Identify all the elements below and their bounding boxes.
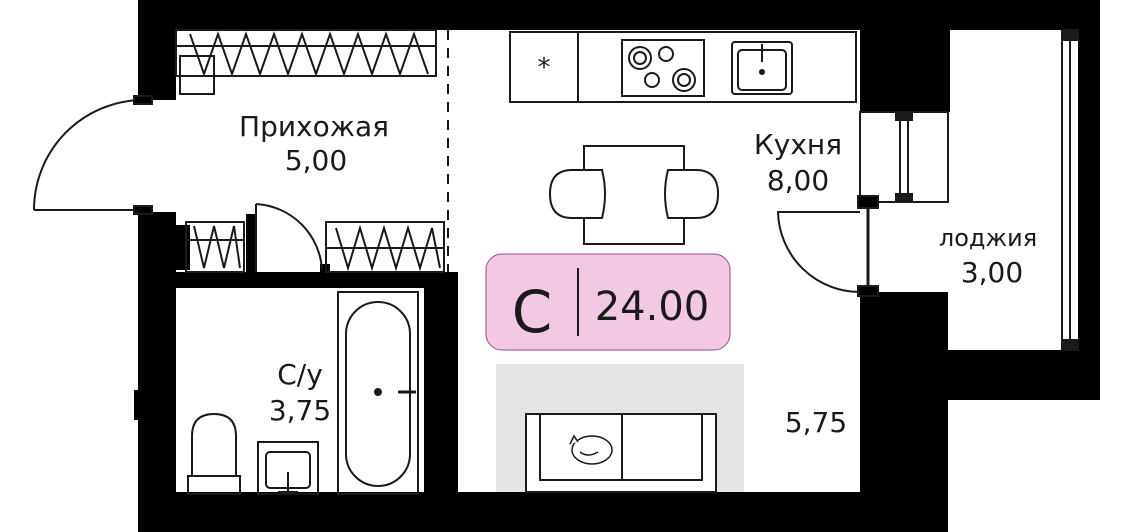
wall-right-lower	[860, 292, 948, 532]
sofa-icon	[525, 413, 717, 493]
wall-right-upper	[860, 0, 950, 112]
wall-hall-stub	[246, 214, 256, 274]
room-name-bathroom: С/у	[277, 358, 323, 391]
wall-bath-top	[176, 272, 426, 288]
chair-left-icon	[548, 169, 606, 219]
room-name-loggia: лоджия	[939, 224, 1037, 252]
loggia-right-wall	[1078, 0, 1100, 400]
wardrobe-lower-right	[325, 221, 445, 273]
badge-total-area: 24.00	[595, 284, 710, 330]
loggia-top-wall	[940, 0, 1100, 30]
chair-right-icon	[664, 169, 720, 219]
room-area-bathroom: 3,75	[269, 394, 331, 427]
washbasin-icon	[257, 441, 319, 495]
walls	[134, 0, 1100, 532]
wall-left-upper	[138, 0, 176, 100]
loggia-bottom-wall	[948, 350, 1100, 400]
fridge-asterisk-icon: *	[538, 53, 551, 83]
bathtub-icon	[337, 291, 419, 495]
kitchen-balcony-frame	[857, 111, 949, 297]
room-area-living: 5,75	[785, 406, 847, 439]
room-name-kitchen: Кухня	[754, 128, 842, 161]
wall-top	[138, 0, 950, 30]
apartment-type-badge	[485, 253, 731, 351]
room-area-loggia: 3,00	[961, 256, 1023, 289]
balcony-door	[776, 211, 861, 293]
wall-left-lower	[138, 212, 176, 532]
wall-bath-right	[424, 272, 458, 494]
toilet-icon	[187, 412, 241, 495]
wardrobe-lower-left	[185, 221, 245, 273]
wall-left-nub	[176, 225, 190, 270]
kitchen-counter	[509, 31, 857, 103]
wall-bottom	[138, 492, 948, 532]
bathroom-door	[255, 203, 323, 272]
sink-icon	[731, 41, 793, 95]
loggia-window	[1061, 29, 1079, 351]
cat-icon	[569, 434, 613, 465]
room-area-hallway: 5,00	[285, 144, 347, 177]
room-area-kitchen: 8,00	[767, 164, 829, 197]
badge-type: С	[512, 278, 553, 346]
room-name-hallway: Прихожая	[239, 110, 389, 143]
wall-left-marker	[134, 390, 142, 420]
entrance-door	[33, 95, 153, 215]
wardrobe-top	[175, 29, 437, 95]
stove-icon	[621, 39, 705, 97]
